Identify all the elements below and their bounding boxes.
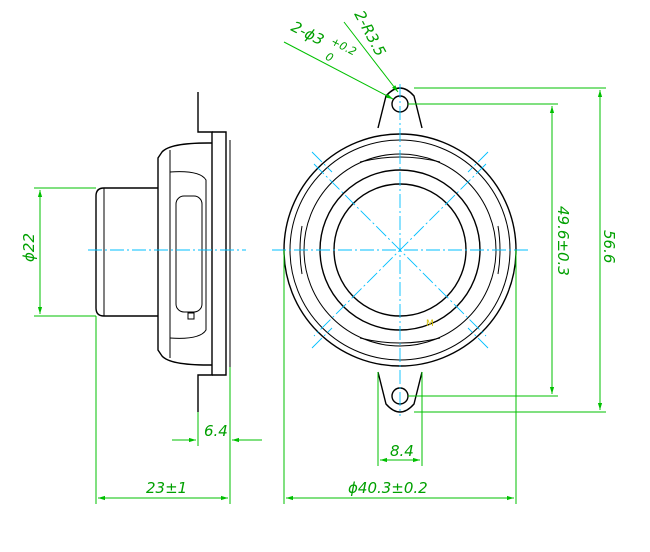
dimension-8-4: 8.4 bbox=[377, 372, 423, 466]
flange-offset-label: 6.4 bbox=[204, 422, 228, 440]
body-diameter-label: ϕ22 bbox=[20, 233, 38, 262]
front-diag-centerline-2 bbox=[313, 163, 487, 337]
rib-mark-2 bbox=[467, 151, 489, 173]
brand-mark: M bbox=[426, 319, 434, 329]
terminal-pin bbox=[187, 312, 195, 320]
overall-height-label: 56.6 bbox=[600, 230, 618, 263]
dimension-phi22: ϕ22 bbox=[20, 187, 96, 317]
rib-mark-1 bbox=[311, 151, 333, 173]
bottom-mounting-tab bbox=[377, 371, 423, 413]
speaker-frame bbox=[157, 142, 212, 366]
frame-window bbox=[169, 171, 207, 339]
mounting-flange bbox=[197, 92, 213, 412]
hole-callout-label: 2-ϕ3 bbox=[288, 18, 327, 50]
dimension-phi40-3: ϕ40.3±0.2 bbox=[283, 250, 517, 504]
side-view bbox=[88, 92, 246, 412]
frame-slot bbox=[175, 195, 203, 313]
rib-mark-3 bbox=[311, 327, 333, 349]
magnet-cup bbox=[95, 187, 158, 317]
dimension-23: 23±1 bbox=[95, 316, 231, 504]
rib-mark-4 bbox=[467, 327, 489, 349]
hole-spacing-label: 49.6±0.3 bbox=[554, 206, 572, 276]
front-view: M bbox=[272, 84, 528, 416]
dimension-49-6: 49.6±0.3 bbox=[408, 103, 572, 397]
dimension-56-6: 56.6 bbox=[414, 87, 618, 413]
dimension-6-4: 6.4 bbox=[172, 367, 262, 446]
hole-tolerance-lower: 0 bbox=[323, 50, 335, 65]
outer-diameter-label: ϕ40.3±0.2 bbox=[348, 479, 428, 497]
flange-plate bbox=[212, 131, 227, 376]
radius-callout-label: 2-R3.5 bbox=[350, 7, 389, 59]
tab-width-label: 8.4 bbox=[390, 442, 414, 460]
depth-label: 23±1 bbox=[146, 479, 187, 497]
